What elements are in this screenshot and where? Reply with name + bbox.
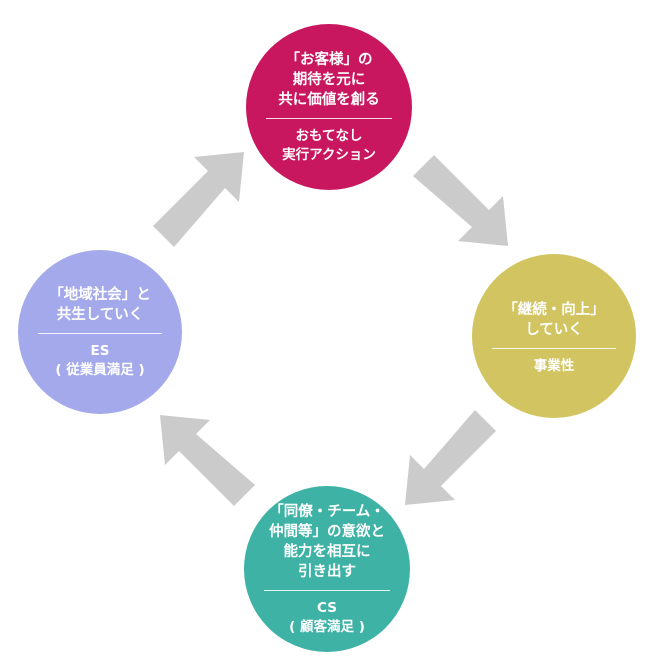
node-right-main-text: 「継続・向上」 していく (503, 302, 605, 338)
node-customer-value: 「お客様」の 期待を元に 共に価値を創る おもてなし 実行アクション (246, 24, 412, 190)
node-team-motivation: 「同僚・チーム・ 仲間等」の意欲と 能力を相互に 引き出す CS ( 顧客満足 … (244, 486, 410, 652)
arrow-bottom-to-left (160, 415, 255, 506)
arrow-right-to-bottom (405, 410, 496, 505)
node-top-sub-text: おもてなし 実行アクション (282, 127, 376, 163)
node-left-main-text: 「地域社会」と 共生していく (49, 286, 151, 323)
node-bottom-main-text: 「同僚・チーム・ 仲間等」の意欲と 能力を相互に 引き出す (269, 503, 385, 580)
node-right-divider (491, 348, 617, 349)
arrow-left-to-top (153, 152, 244, 247)
node-bottom-sub-text: CS ( 顧客満足 ) (289, 599, 365, 635)
node-left-sub-text: ES ( 従業員満足 ) (55, 342, 145, 378)
node-right-sub-text: 事業性 (533, 358, 575, 374)
arrow-top-to-right (413, 155, 508, 246)
node-left-divider (37, 332, 163, 334)
node-continuity: 「継続・向上」 していく 事業性 (472, 254, 636, 418)
node-bottom-divider (263, 589, 391, 591)
node-top-divider (265, 117, 393, 119)
node-community: 「地域社会」と 共生していく ES ( 従業員満足 ) (18, 250, 182, 414)
node-top-main-text: 「お客様」の 期待を元に 共に価値を創る (278, 51, 380, 108)
